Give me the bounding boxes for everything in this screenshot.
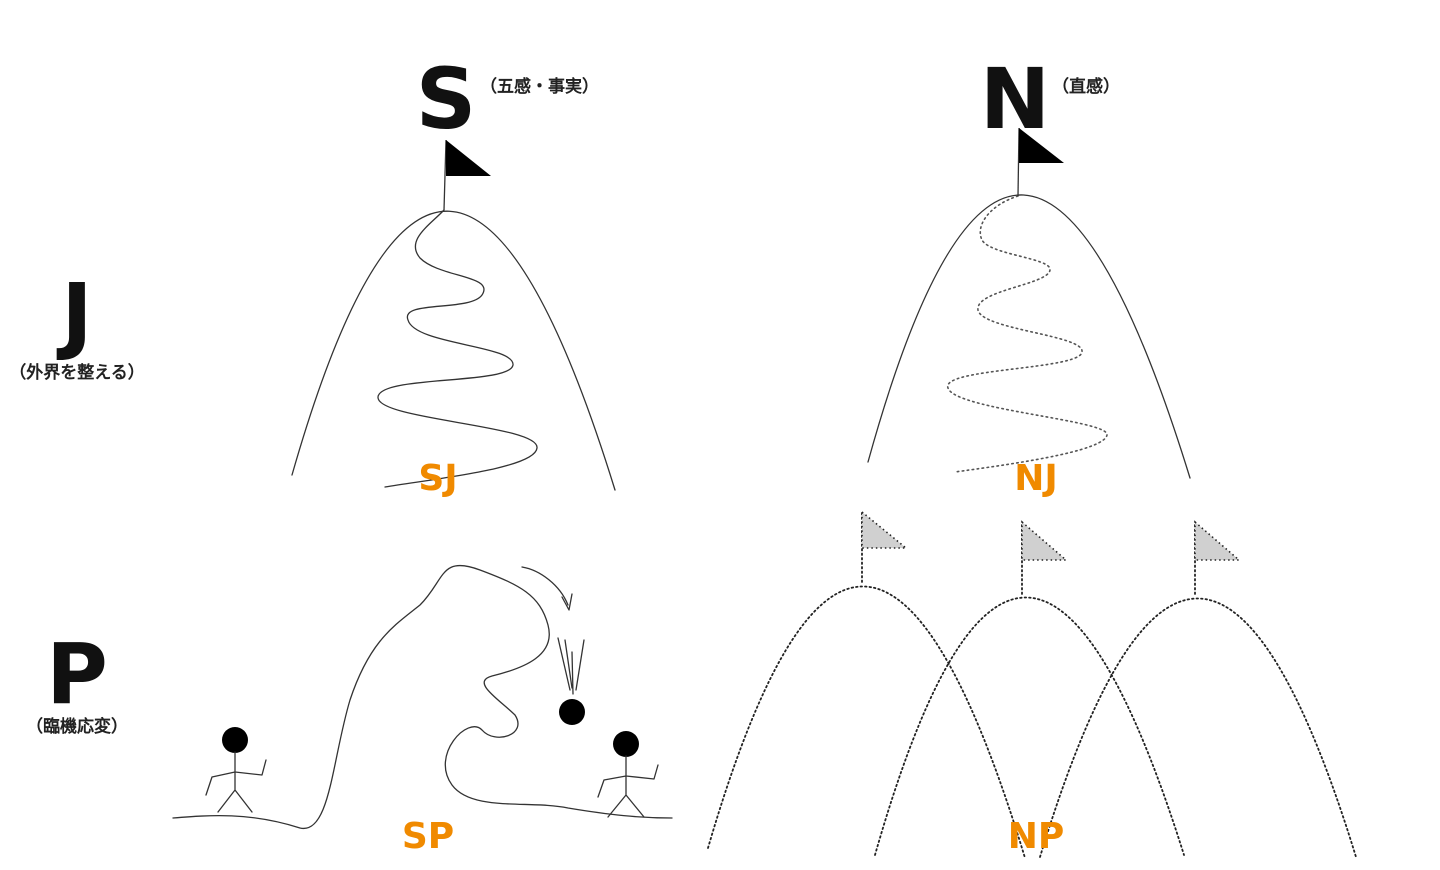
letter-n: N <box>980 50 1050 148</box>
sj-mountain-illustration <box>291 139 616 491</box>
stick-figure-head <box>613 731 639 757</box>
nj-flag-pole <box>1017 127 1020 197</box>
note-j: （外界を整える） <box>9 362 145 383</box>
sp-ball <box>559 699 585 725</box>
header-s: S （五感・事実） <box>416 50 599 148</box>
sp-stick-figure-right <box>597 731 659 818</box>
note-s: （五感・事実） <box>480 76 599 97</box>
note-n: （直感） <box>1052 76 1120 97</box>
np-mountain-3 <box>1039 597 1357 858</box>
header-n: N （直感） <box>980 50 1120 148</box>
sp-motion-arc-tip <box>561 593 573 611</box>
stick-figure-head <box>222 727 248 753</box>
nj-mountain-outline <box>867 194 1191 479</box>
np-flag-icon-1 <box>861 510 909 549</box>
letter-s: S <box>416 50 477 148</box>
np-mountains-illustration <box>707 510 1357 859</box>
nj-mountain-illustration <box>867 127 1191 479</box>
sp-stick-figure-left <box>205 727 267 813</box>
letter-j: J <box>56 265 92 363</box>
quadrant-label-sj: SJ <box>418 458 457 499</box>
header-p: P （臨機応変） <box>26 625 128 737</box>
quadrant-label-nj: NJ <box>1014 458 1058 499</box>
header-j: J （外界を整える） <box>9 265 145 383</box>
sj-flag-pole <box>443 139 447 211</box>
sp-hill-illustration <box>172 564 673 829</box>
quadrant-label-sp: SP <box>402 816 454 857</box>
note-p: （臨機応変） <box>26 716 128 737</box>
nj-flag-icon <box>1019 128 1064 163</box>
sj-zigzag-path <box>377 209 538 488</box>
stick-figure-body <box>205 751 267 813</box>
np-mountain-2 <box>874 596 1185 856</box>
np-mountain-1 <box>707 585 1026 859</box>
sj-mountain-outline <box>291 210 616 491</box>
sj-flag-icon <box>446 140 491 176</box>
sp-motion-arc <box>521 566 569 606</box>
sp-ground-line <box>172 564 673 829</box>
np-flag-icon-2 <box>1021 520 1069 561</box>
letter-p: P <box>46 625 108 723</box>
np-flag-icon-3 <box>1194 520 1242 561</box>
sp-falling-lines <box>557 637 585 695</box>
quadrant-label-np: NP <box>1008 816 1065 857</box>
nj-dotted-zigzag-path <box>947 195 1108 473</box>
stick-figure-body <box>597 755 659 818</box>
